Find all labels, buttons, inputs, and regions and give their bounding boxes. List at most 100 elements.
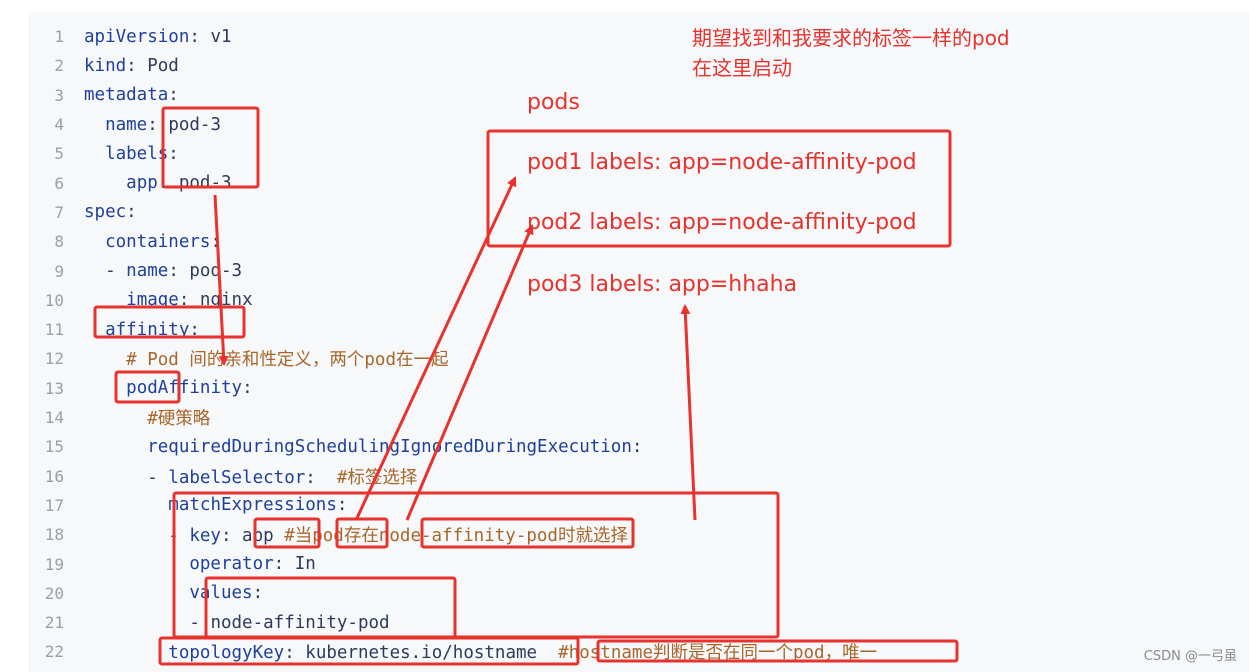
- yaml-key: kind: [84, 55, 127, 76]
- yaml-separator: :: [631, 436, 643, 457]
- yaml-key: requiredDuringSchedulingIgnoredDuringExe…: [147, 436, 632, 457]
- line-number: 20: [44, 583, 64, 603]
- code-line: 16 - labelSelector: #标签选择: [28, 462, 418, 491]
- yaml-value: nginx: [199, 290, 253, 311]
- code-line: 5 labels:: [28, 139, 179, 168]
- line-number: 4: [54, 115, 64, 135]
- code-text: labels:: [84, 144, 179, 164]
- yaml-separator: :: [168, 85, 179, 106]
- code-indent: [84, 350, 126, 370]
- yaml-comment: #硬策略: [147, 409, 211, 430]
- code-line: 12 # Pod 间的亲和性定义，两个pod在一起: [28, 344, 449, 373]
- code-text: #硬策略: [84, 405, 210, 430]
- code-text: podAffinity:: [84, 378, 253, 399]
- code-indent: -: [84, 467, 169, 488]
- line-number: 17: [44, 495, 64, 515]
- code-line: 9 - name: pod-3: [28, 256, 242, 285]
- code-line: 8 containers:: [28, 227, 221, 256]
- code-text: apiVersion: v1: [84, 27, 232, 47]
- yaml-separator: :: [284, 643, 306, 664]
- yaml-separator: :: [242, 378, 253, 399]
- yaml-key: image: [126, 290, 179, 311]
- watermark: CSDN @一弓虽: [1143, 649, 1237, 664]
- yaml-key: operator: [189, 554, 274, 575]
- code-text: topologyKey: kubernetes.io/hostname #hos…: [84, 639, 877, 664]
- yaml-separator: :: [305, 467, 337, 488]
- code-text: - node-affinity-pod: [84, 612, 389, 633]
- yaml-separator: :: [220, 526, 243, 547]
- code-indent: [84, 144, 105, 164]
- yaml-separator: :: [178, 290, 200, 311]
- code-text: metadata:: [84, 85, 179, 105]
- yaml-separator: :: [252, 583, 264, 604]
- yaml-key: apiVersion: [84, 26, 190, 47]
- yaml-key: labels: [105, 143, 169, 164]
- annotation-pods-heading: pods: [527, 90, 580, 115]
- line-number: 9: [54, 261, 64, 281]
- code-indent: [84, 232, 105, 252]
- code-indent: [84, 290, 126, 310]
- code-indent: -: [84, 526, 190, 547]
- annotation-pod2-labels: pod2 labels: app=node-affinity-pod: [527, 210, 917, 235]
- yaml-separator: :: [126, 202, 137, 223]
- yaml-key: spec: [84, 202, 127, 223]
- code-line: 20 values:: [28, 579, 263, 608]
- code-line: 22 topologyKey: kubernetes.io/hostname #…: [28, 637, 877, 666]
- yaml-separator: :: [126, 55, 148, 76]
- code-text: spec:: [84, 202, 137, 222]
- code-text: affinity:: [84, 320, 200, 340]
- yaml-key: app: [126, 173, 158, 194]
- code-text: image: nginx: [84, 290, 253, 311]
- code-indent: [84, 554, 189, 574]
- yaml-key: matchExpressions: [168, 495, 337, 516]
- yaml-separator: :: [168, 261, 190, 282]
- yaml-value: app: [242, 526, 285, 547]
- yaml-separator: :: [273, 554, 295, 575]
- line-number: 16: [44, 466, 64, 486]
- yaml-separator: :: [210, 231, 221, 252]
- annotation-note-line1: 期望找到和我要求的标签一样的pod: [692, 26, 1010, 50]
- code-line: 14 #硬策略: [28, 403, 211, 432]
- code-text: requiredDuringSchedulingIgnoredDuringExe…: [84, 437, 642, 457]
- yaml-value: v1: [210, 26, 232, 47]
- code-line: 21 - node-affinity-pod: [28, 608, 390, 637]
- code-line: 3 metadata:: [28, 81, 179, 110]
- yaml-separator: :: [168, 143, 179, 164]
- code-line: 10 image: nginx: [28, 286, 253, 315]
- yaml-value: Pod: [147, 55, 179, 76]
- line-number: 15: [44, 437, 64, 457]
- line-number: 12: [44, 349, 64, 369]
- yaml-value: pod-3: [189, 261, 243, 282]
- code-line: 18 - key: app #当pod存在node-affinity-pod时就…: [28, 520, 628, 549]
- yaml-key: key: [189, 526, 221, 547]
- annotation-note-line2: 在这里启动: [692, 56, 792, 80]
- code-indent: [84, 643, 168, 663]
- code-text: - labelSelector: #标签选择: [84, 464, 417, 489]
- code-indent: [84, 173, 126, 193]
- yaml-key: labelSelector: [168, 467, 306, 488]
- annotation-pod3-labels: pod3 labels: app=hhaha: [527, 272, 798, 297]
- line-number: 1: [54, 27, 64, 47]
- yaml-separator: :: [336, 495, 348, 516]
- yaml-key: affinity: [105, 319, 190, 340]
- yaml-value: pod-3: [168, 114, 221, 135]
- code-line: 17 matchExpressions:: [28, 491, 348, 520]
- line-number: 14: [44, 408, 64, 428]
- yaml-key: name: [105, 114, 148, 135]
- code-indent: [84, 115, 105, 135]
- line-number: 3: [54, 85, 64, 105]
- code-indent: -: [84, 612, 211, 633]
- line-number: 2: [54, 56, 64, 76]
- line-number: 5: [54, 144, 64, 164]
- code-text: name: pod-3: [84, 115, 221, 135]
- line-number: 7: [54, 202, 64, 222]
- code-indent: [84, 320, 105, 340]
- yaml-separator: :: [189, 26, 211, 47]
- line-number: 22: [44, 642, 64, 662]
- yaml-key: topologyKey: [168, 643, 285, 664]
- line-number: 21: [44, 613, 64, 633]
- code-text: operator: In: [84, 554, 315, 575]
- line-number: 6: [54, 173, 64, 193]
- line-number: 10: [44, 290, 64, 310]
- line-number: 11: [44, 320, 64, 340]
